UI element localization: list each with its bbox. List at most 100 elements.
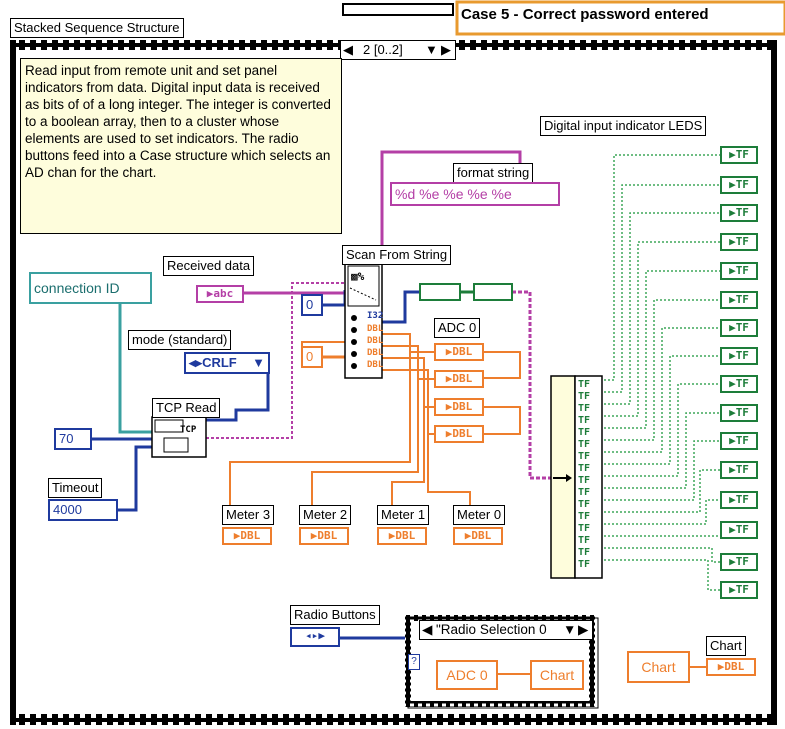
digital-led-terminal-2[interactable]: ▶TF	[720, 204, 758, 222]
led-type-label: TF	[735, 434, 749, 447]
adc0-dbl-terminal[interactable]: ▶DBL	[434, 343, 484, 361]
received-data-terminal[interactable]: ▶abc	[196, 285, 244, 303]
chart-label: Chart	[706, 636, 746, 656]
svg-text:TF: TF	[578, 535, 590, 546]
meter3-terminal[interactable]: ▶DBL	[222, 527, 272, 545]
svg-text:TF: TF	[578, 379, 590, 390]
svg-text:TF: TF	[578, 463, 590, 474]
led-type-label: TF	[735, 264, 749, 277]
play-arrow-icon: ▶	[445, 427, 453, 440]
play-arrow-icon: ▶	[729, 463, 736, 476]
mode-ring-control[interactable]: ◂▸CRLF ▼	[184, 352, 270, 374]
meter2-label: Meter 2	[299, 505, 352, 525]
increment-arrow-icon[interactable]: ▶	[578, 622, 589, 637]
sequence-right-border	[771, 40, 777, 725]
led-type-label: TF	[735, 493, 749, 506]
play-arrow-icon: ▶	[729, 583, 736, 596]
play-arrow-icon: ▶	[206, 287, 214, 300]
format-string-constant[interactable]: %d %e %e %e %e	[390, 182, 560, 206]
radio-case-selector[interactable]: ◀ "Radio Selection 0 ▼ ▶	[419, 620, 593, 640]
digital-led-terminal-15[interactable]: ▶TF	[720, 581, 758, 599]
meter0-terminal[interactable]: ▶DBL	[453, 527, 503, 545]
svg-text:TCP: TCP	[180, 425, 197, 435]
digital-led-terminal-13[interactable]: ▶TF	[720, 521, 758, 539]
digital-led-terminal-7[interactable]: ▶TF	[720, 347, 758, 365]
play-arrow-icon: ▶	[729, 493, 736, 506]
led-type-label: TF	[735, 293, 749, 306]
svg-text:TF: TF	[578, 523, 590, 534]
svg-text:TF: TF	[578, 547, 590, 558]
digital-led-terminal-14[interactable]: ▶TF	[720, 553, 758, 571]
timeout-label: Timeout	[48, 478, 103, 498]
upper-case-selector-fragment	[342, 3, 454, 16]
digital-led-terminal-8[interactable]: ▶TF	[720, 375, 758, 393]
diagram-comment: Read input from remote unit and set pane…	[20, 58, 342, 234]
meter3-label: Meter 3	[222, 505, 275, 525]
connection-id-control[interactable]: connection ID	[29, 272, 152, 304]
adc3-dbl-terminal[interactable]: ▶DBL	[434, 425, 484, 443]
play-arrow-icon: ▶	[729, 434, 736, 447]
play-arrow-icon: ▶	[233, 529, 241, 542]
increment-arrow-icon[interactable]: ▶	[441, 42, 451, 57]
radio-buttons-label: Radio Buttons	[290, 605, 380, 625]
meter1-terminal[interactable]: ▶DBL	[377, 527, 427, 545]
radio-buttons-terminal[interactable]: ◂▸▶	[290, 627, 340, 647]
tcp-read-label: TCP Read	[152, 398, 221, 418]
play-arrow-icon: ▶	[729, 406, 736, 419]
led-type-label: TF	[735, 406, 749, 419]
svg-text:TF: TF	[578, 499, 590, 510]
received-data-label: Received data	[163, 256, 255, 276]
play-arrow-icon: ▶	[729, 206, 736, 219]
led-type-label: TF	[735, 178, 749, 191]
ring-arrows-icon: ◂▸	[189, 355, 203, 370]
led-type-label: TF	[735, 148, 749, 161]
play-arrow-icon: ▶	[445, 400, 453, 413]
case-structure-frame	[455, 0, 785, 36]
chart-terminal[interactable]: ▶DBL	[706, 658, 756, 676]
sequence-frame-selector[interactable]: ◀ 2 [0..2] ▼ ▶	[340, 40, 456, 60]
meter1-label: Meter 1	[377, 505, 430, 525]
ring-arrows-icon: ◂▸	[305, 629, 319, 642]
dropdown-arrow-icon[interactable]: ▼	[425, 42, 438, 57]
case-chart-local[interactable]: Chart	[530, 660, 584, 690]
digital-led-terminal-5[interactable]: ▶TF	[720, 291, 758, 309]
sequence-left-border	[10, 40, 16, 725]
play-arrow-icon: ▶	[388, 529, 396, 542]
decrement-arrow-icon[interactable]: ◀	[343, 42, 353, 57]
digital-led-terminal-11[interactable]: ▶TF	[720, 461, 758, 479]
digital-led-terminal-9[interactable]: ▶TF	[720, 404, 758, 422]
offset-constant-blue[interactable]: 0	[301, 294, 323, 316]
led-type-label: TF	[735, 583, 749, 596]
case-adc0-local[interactable]: ADC 0	[436, 660, 498, 690]
adc2-dbl-terminal[interactable]: ▶DBL	[434, 398, 484, 416]
case-title: Case 5 - Correct password entered	[461, 6, 709, 23]
svg-text:▩%: ▩%	[351, 270, 365, 283]
play-arrow-icon: ▶	[729, 377, 736, 390]
meter2-terminal[interactable]: ▶DBL	[299, 527, 349, 545]
dropdown-arrow-icon[interactable]: ▼	[563, 622, 577, 637]
play-arrow-icon: ▶	[729, 235, 736, 248]
offset-constant-orange[interactable]: 0	[301, 346, 323, 368]
play-arrow-icon: ▶	[729, 178, 736, 191]
play-arrow-icon: ▶	[310, 529, 318, 542]
digital-led-terminal-6[interactable]: ▶TF	[720, 319, 758, 337]
play-arrow-icon: ▶	[464, 529, 472, 542]
svg-text:TF: TF	[578, 427, 590, 438]
digital-led-terminal-3[interactable]: ▶TF	[720, 233, 758, 251]
led-type-label: TF	[735, 349, 749, 362]
digital-led-terminal-10[interactable]: ▶TF	[720, 432, 758, 450]
decrement-arrow-icon[interactable]: ◀	[422, 622, 433, 637]
bytes-to-read-constant[interactable]: 70	[54, 428, 92, 450]
adc1-dbl-terminal[interactable]: ▶DBL	[434, 370, 484, 388]
chart-local-variable[interactable]: Chart	[627, 651, 690, 683]
digital-led-terminal-4[interactable]: ▶TF	[720, 262, 758, 280]
svg-text:TF: TF	[578, 415, 590, 426]
sequence-frame-value: 2 [0..2]	[363, 42, 403, 57]
timeout-constant[interactable]: 4000	[48, 499, 118, 521]
digital-led-terminal-12[interactable]: ▶TF	[720, 491, 758, 509]
play-arrow-icon: ▶	[445, 345, 453, 358]
digital-led-terminal-1[interactable]: ▶TF	[720, 176, 758, 194]
digital-led-terminal-0[interactable]: ▶TF	[720, 146, 758, 164]
